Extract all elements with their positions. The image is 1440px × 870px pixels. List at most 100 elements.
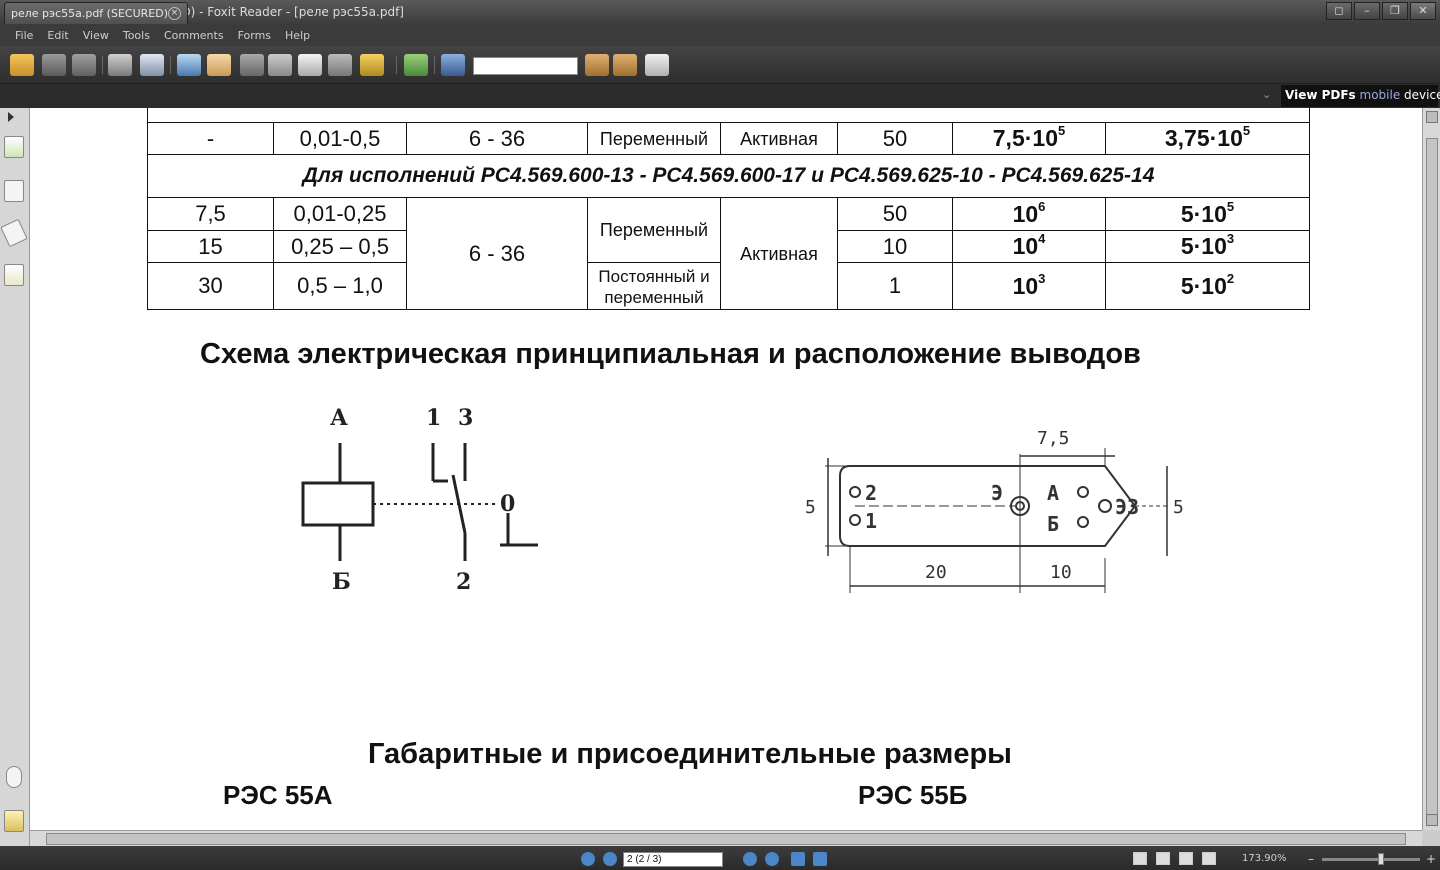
email-icon[interactable] <box>140 54 164 76</box>
zoom-out-button[interactable]: – <box>1308 852 1314 866</box>
expand-panel-arrow-icon[interactable] <box>8 112 14 122</box>
menu-view[interactable]: View <box>82 29 109 42</box>
vertical-scroll-thumb[interactable] <box>1426 138 1438 818</box>
layers-icon[interactable] <box>0 218 28 248</box>
annotations-icon[interactable] <box>4 264 24 286</box>
menu-tools[interactable]: Tools <box>122 29 150 42</box>
tab-close-icon[interactable]: × <box>168 7 181 20</box>
zoom-tool-icon[interactable] <box>240 54 264 76</box>
go-back-icon[interactable] <box>791 852 805 866</box>
last-page-icon[interactable] <box>765 852 779 866</box>
cell-value: 10 <box>1012 233 1039 259</box>
page-number-input[interactable] <box>623 852 723 867</box>
table-cell: 0,5 – 1,0 <box>273 262 407 310</box>
document-viewport[interactable]: - 0,01-0,5 6 - 36 Переменный Активная 50… <box>30 108 1422 830</box>
bookmarks-icon[interactable] <box>4 136 24 158</box>
menu-help[interactable]: Help <box>285 29 311 42</box>
cell-exponent: 4 <box>1038 231 1046 246</box>
horizontal-scroll-thumb[interactable] <box>46 833 1406 845</box>
table-cell: 7,5 <box>147 197 274 231</box>
vertical-scrollbar[interactable] <box>1422 108 1440 830</box>
schematic-label-b: Б <box>332 569 351 595</box>
text-select-icon[interactable] <box>298 54 322 76</box>
dimension-right: 5 <box>1173 497 1184 518</box>
scroll-down-icon[interactable] <box>1426 814 1438 826</box>
zoom-level[interactable]: 173.90% <box>1242 853 1287 864</box>
pin-label-b: Б <box>1047 512 1059 536</box>
cell-value: 10 <box>1012 272 1039 299</box>
cell-value: 5·10 <box>1180 200 1227 227</box>
comments-icon[interactable] <box>4 810 24 832</box>
previous-page-icon[interactable] <box>603 852 617 866</box>
maximize-button[interactable]: ❐ <box>1382 2 1408 20</box>
dimension-bottom-left: 20 <box>925 562 947 583</box>
dimensions-heading: Габаритные и присоединительные размеры <box>368 738 1012 770</box>
close-button[interactable]: ✕ <box>1410 2 1436 20</box>
window-controls: ◻ – ❐ ✕ <box>1326 2 1436 20</box>
snapshot-icon[interactable] <box>328 54 352 76</box>
document-tab[interactable]: реле рэс55а.pdf (SECURED) × <box>4 2 188 24</box>
print-icon[interactable] <box>108 54 132 76</box>
pin-label-a: А <box>1047 481 1059 505</box>
binoculars-icon[interactable] <box>441 54 465 76</box>
pin-label-e2: Э <box>1115 495 1127 519</box>
pages-thumbnails-icon[interactable] <box>4 180 24 202</box>
zoom-slider[interactable] <box>1322 858 1420 861</box>
save-icon[interactable] <box>42 54 66 76</box>
hand-tool-icon[interactable] <box>207 54 231 76</box>
horizontal-scrollbar[interactable] <box>30 830 1422 846</box>
rms-lock-icon[interactable] <box>360 54 384 76</box>
circuit-schematic: А Б 1 3 0 2 <box>301 405 538 595</box>
table-cell: 0,25 – 0,5 <box>273 230 407 263</box>
pin-label-3: 3 <box>1127 495 1139 519</box>
schema-heading: Схема электрическая принципиальная и рас… <box>200 338 1141 370</box>
facing-view-icon[interactable] <box>1179 852 1193 865</box>
continuous-view-icon[interactable] <box>1156 852 1170 865</box>
pin-label-1: 1 <box>865 509 877 533</box>
table-cell: Активная <box>720 197 838 310</box>
find-input[interactable] <box>473 57 578 75</box>
menu-comments[interactable]: Comments <box>163 29 224 42</box>
dimension-top: 7,5 <box>1037 428 1070 449</box>
relay-spec-table: - 0,01-0,5 6 - 36 Переменный Активная 50… <box>147 122 1310 310</box>
select-arrow-icon[interactable] <box>268 54 292 76</box>
zoom-in-button[interactable]: + <box>1426 852 1437 866</box>
mobile-promo-banner[interactable]: View PDFs mobile devices <box>1281 85 1440 107</box>
minimize-button[interactable]: – <box>1354 2 1380 20</box>
table-cell: 0,01-0,5 <box>273 122 407 155</box>
scroll-up-icon[interactable] <box>1426 111 1438 123</box>
cell-exponent: 3 <box>1226 231 1235 246</box>
attachments-paperclip-icon[interactable] <box>6 766 22 788</box>
menu-forms[interactable]: Forms <box>237 29 272 42</box>
first-page-icon[interactable] <box>581 852 595 866</box>
document-properties-icon[interactable] <box>645 54 669 76</box>
menu-file[interactable]: File <box>15 29 34 42</box>
find-previous-icon[interactable] <box>585 54 609 76</box>
table-cell: 6 - 36 <box>406 122 588 155</box>
save-all-icon[interactable] <box>72 54 96 76</box>
table-cell: 50 <box>837 122 953 155</box>
find-next-icon[interactable] <box>613 54 637 76</box>
continuous-facing-view-icon[interactable] <box>1202 852 1216 865</box>
fullscreen-icon[interactable] <box>177 54 201 76</box>
go-forward-icon[interactable] <box>813 852 827 866</box>
single-page-view-icon[interactable] <box>1133 852 1147 865</box>
pen-tool-icon[interactable] <box>404 54 428 76</box>
restore-small-button[interactable]: ◻ <box>1326 2 1352 20</box>
next-page-icon[interactable] <box>743 852 757 866</box>
main-toolbar <box>0 46 1440 84</box>
open-folder-icon[interactable] <box>10 54 34 76</box>
menu-edit[interactable]: Edit <box>47 29 69 42</box>
tab-list-chevron-icon[interactable]: ⌄ <box>1262 88 1272 101</box>
dimension-bottom-right: 10 <box>1050 562 1072 583</box>
tab-bar <box>0 84 1440 108</box>
promo-text-1: View PDFs <box>1285 88 1356 102</box>
zoom-slider-knob[interactable] <box>1378 853 1384 865</box>
toolbar-separator <box>170 56 171 74</box>
toolbar-separator <box>434 56 435 74</box>
